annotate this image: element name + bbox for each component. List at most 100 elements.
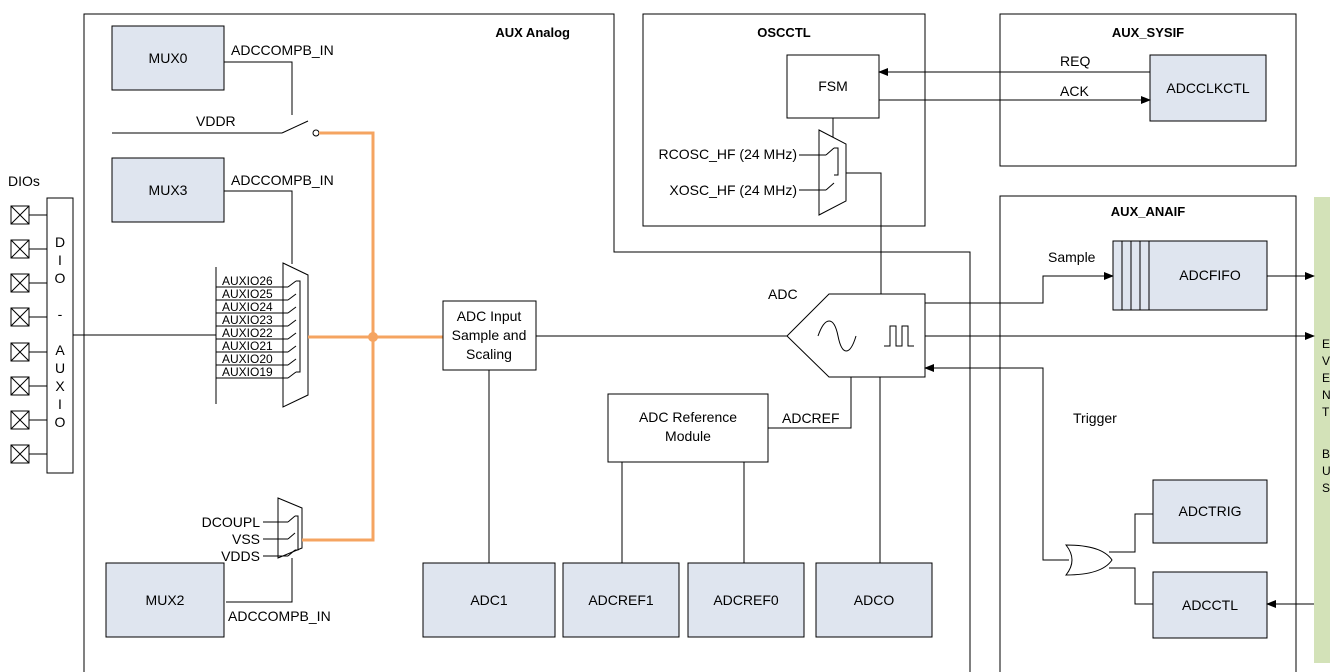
auxio-pin-label: AUXIO20	[222, 352, 273, 366]
adc-input-line: Sample and	[452, 327, 527, 343]
sample-label: Sample	[1048, 249, 1096, 265]
aux-anaif-content: Sample ADCFIFO Trigger ADCTRIG ADCCTL	[924, 240, 1315, 639]
adco-label: ADCO	[854, 592, 895, 608]
dio-pad-icon	[10, 376, 47, 396]
adcfifo-group: ADCFIFO	[1112, 240, 1268, 311]
aux-sysif-title: AUX_SYSIF	[1112, 25, 1184, 40]
supply-mux: DCOUPL VSS VDDS	[202, 497, 303, 603]
event-bus-char: N	[1322, 388, 1330, 402]
sine-wave-icon	[817, 320, 857, 352]
dio-auxio-char: O	[55, 414, 66, 430]
adc-input-block: ADC Input Sample and Scaling	[442, 300, 787, 563]
xosc-label: XOSC_HF (24 MHz)	[669, 182, 797, 198]
event-bus-char: E	[1322, 371, 1330, 385]
clock-mux-shape	[818, 129, 847, 216]
event-bus-char: T	[1322, 405, 1330, 419]
mux2-block	[105, 562, 225, 638]
switch-contact-icon	[312, 129, 320, 137]
adcclkctl-block	[1149, 54, 1267, 122]
adcref1-label: ADCREF1	[588, 592, 654, 608]
dio-auxio-char: I	[58, 396, 62, 412]
trigger-label: Trigger	[1073, 410, 1117, 426]
mux2-group: MUX2 ADCCOMPB_IN	[105, 562, 331, 638]
aux-anaif-region: AUX_ANAIF	[999, 195, 1297, 672]
dio-auxio-char: I	[58, 252, 62, 268]
mux0-label: MUX0	[149, 50, 188, 66]
dio-pad-icon	[10, 239, 47, 259]
adcref-label: ADCREF	[782, 410, 840, 426]
aux-analog-title: AUX Analog	[495, 25, 570, 40]
mux3-group: MUX3 ADCCOMPB_IN	[111, 157, 334, 264]
rcosc-label: RCOSC_HF (24 MHz)	[659, 146, 797, 162]
auxio-pin-label: AUXIO22	[222, 326, 273, 340]
event-bus-char: U	[1322, 464, 1330, 478]
aux-sysif-region: AUX_SYSIF	[999, 13, 1297, 167]
adcref1-block	[562, 562, 680, 638]
event-bus-char: V	[1322, 354, 1330, 368]
auxio-pin-label: AUXIO24	[222, 300, 273, 314]
event-bus: E V E N T B U S	[1314, 197, 1330, 663]
adc-ref-line: ADC Reference	[639, 409, 737, 425]
adc-label: ADC	[768, 286, 798, 302]
mux0-group: MUX0 ADCCOMPB_IN VDDR	[111, 25, 334, 137]
aux-sysif-content: ADCCLKCTL REQ ACK	[878, 53, 1267, 122]
adc-reference-module: ADC Reference Module ADCREF	[607, 377, 852, 563]
dio-pad-icon	[10, 273, 47, 293]
supply-mux-shape	[277, 497, 303, 559]
req-label: REQ	[1060, 53, 1090, 69]
ack-label: ACK	[1060, 83, 1089, 99]
dio-pad-icon	[10, 444, 47, 464]
event-bus-char: E	[1322, 337, 1330, 351]
mux0-adccompb-label: ADCCOMPB_IN	[231, 42, 334, 58]
vss-label: VSS	[232, 531, 260, 547]
adcfifo-block	[1112, 240, 1268, 311]
adcctl-block	[1152, 571, 1268, 639]
oscctl-content: FSM RCOSC_HF (24 MHz) XOSC_HF (24 MHz)	[659, 54, 882, 294]
adctrig-block	[1152, 479, 1268, 544]
adcfifo-label: ADCFIFO	[1179, 267, 1241, 283]
adcref0-block	[687, 562, 805, 638]
dio-pad-icon	[10, 307, 47, 327]
adcctl-label: ADCCTL	[1182, 597, 1238, 613]
dcoupl-label: DCOUPL	[202, 514, 261, 530]
oscctl-title: OSCCTL	[757, 25, 811, 40]
fsm-label: FSM	[818, 78, 848, 94]
adcclkctl-label: ADCCLKCTL	[1166, 80, 1249, 96]
dio-pad-icon	[10, 205, 47, 225]
adctrig-label: ADCTRIG	[1179, 503, 1242, 519]
adc-input-line: ADC Input	[457, 308, 522, 324]
auxio-pin-label: AUXIO25	[222, 287, 273, 301]
adc-input-line: Scaling	[466, 346, 512, 362]
adc1-label: ADC1	[470, 592, 508, 608]
auxio-mux-shape	[282, 262, 309, 408]
auxio-mux: AUXIO26 AUXIO25 AUXIO24 AUXIO23 AUXIO22 …	[215, 262, 309, 408]
aux-analog-region: AUX Analog	[83, 13, 971, 672]
adc-symbol: ADC	[768, 286, 926, 378]
event-bus-char: S	[1322, 481, 1330, 495]
auxio-pin-label: AUXIO21	[222, 339, 273, 353]
dio-auxio-char: U	[55, 360, 65, 376]
pulse-wave-icon	[884, 325, 914, 347]
dios-title: DIOs	[8, 173, 40, 189]
sample-arrow	[925, 272, 1114, 304]
mux0-block	[111, 25, 225, 91]
mux3-adccompb-label: ADCCOMPB_IN	[231, 172, 334, 188]
or-gate-icon	[1064, 544, 1113, 576]
adc-converter-shape	[786, 293, 926, 378]
dio-auxio-bar	[46, 197, 74, 474]
adc-ref-line: Module	[665, 428, 711, 444]
dio-pads	[10, 205, 47, 464]
adcref0-label: ADCREF0	[713, 592, 779, 608]
event-bus-char: B	[1322, 447, 1330, 461]
dios-group: DIOs D I O - A U X I O	[8, 173, 216, 474]
fsm-block	[786, 54, 880, 119]
mux2-adccompb-label: ADCCOMPB_IN	[228, 608, 331, 624]
dio-auxio-char: -	[58, 306, 63, 322]
trigger-arrow	[924, 364, 1069, 561]
mux2-label: MUX2	[146, 592, 185, 608]
adco-block	[815, 562, 933, 638]
dio-pad-icon	[10, 342, 47, 362]
adc1-block	[422, 562, 556, 638]
auxio-pin-label: AUXIO23	[222, 313, 273, 327]
auxio-pin-label: AUXIO26	[222, 274, 273, 288]
